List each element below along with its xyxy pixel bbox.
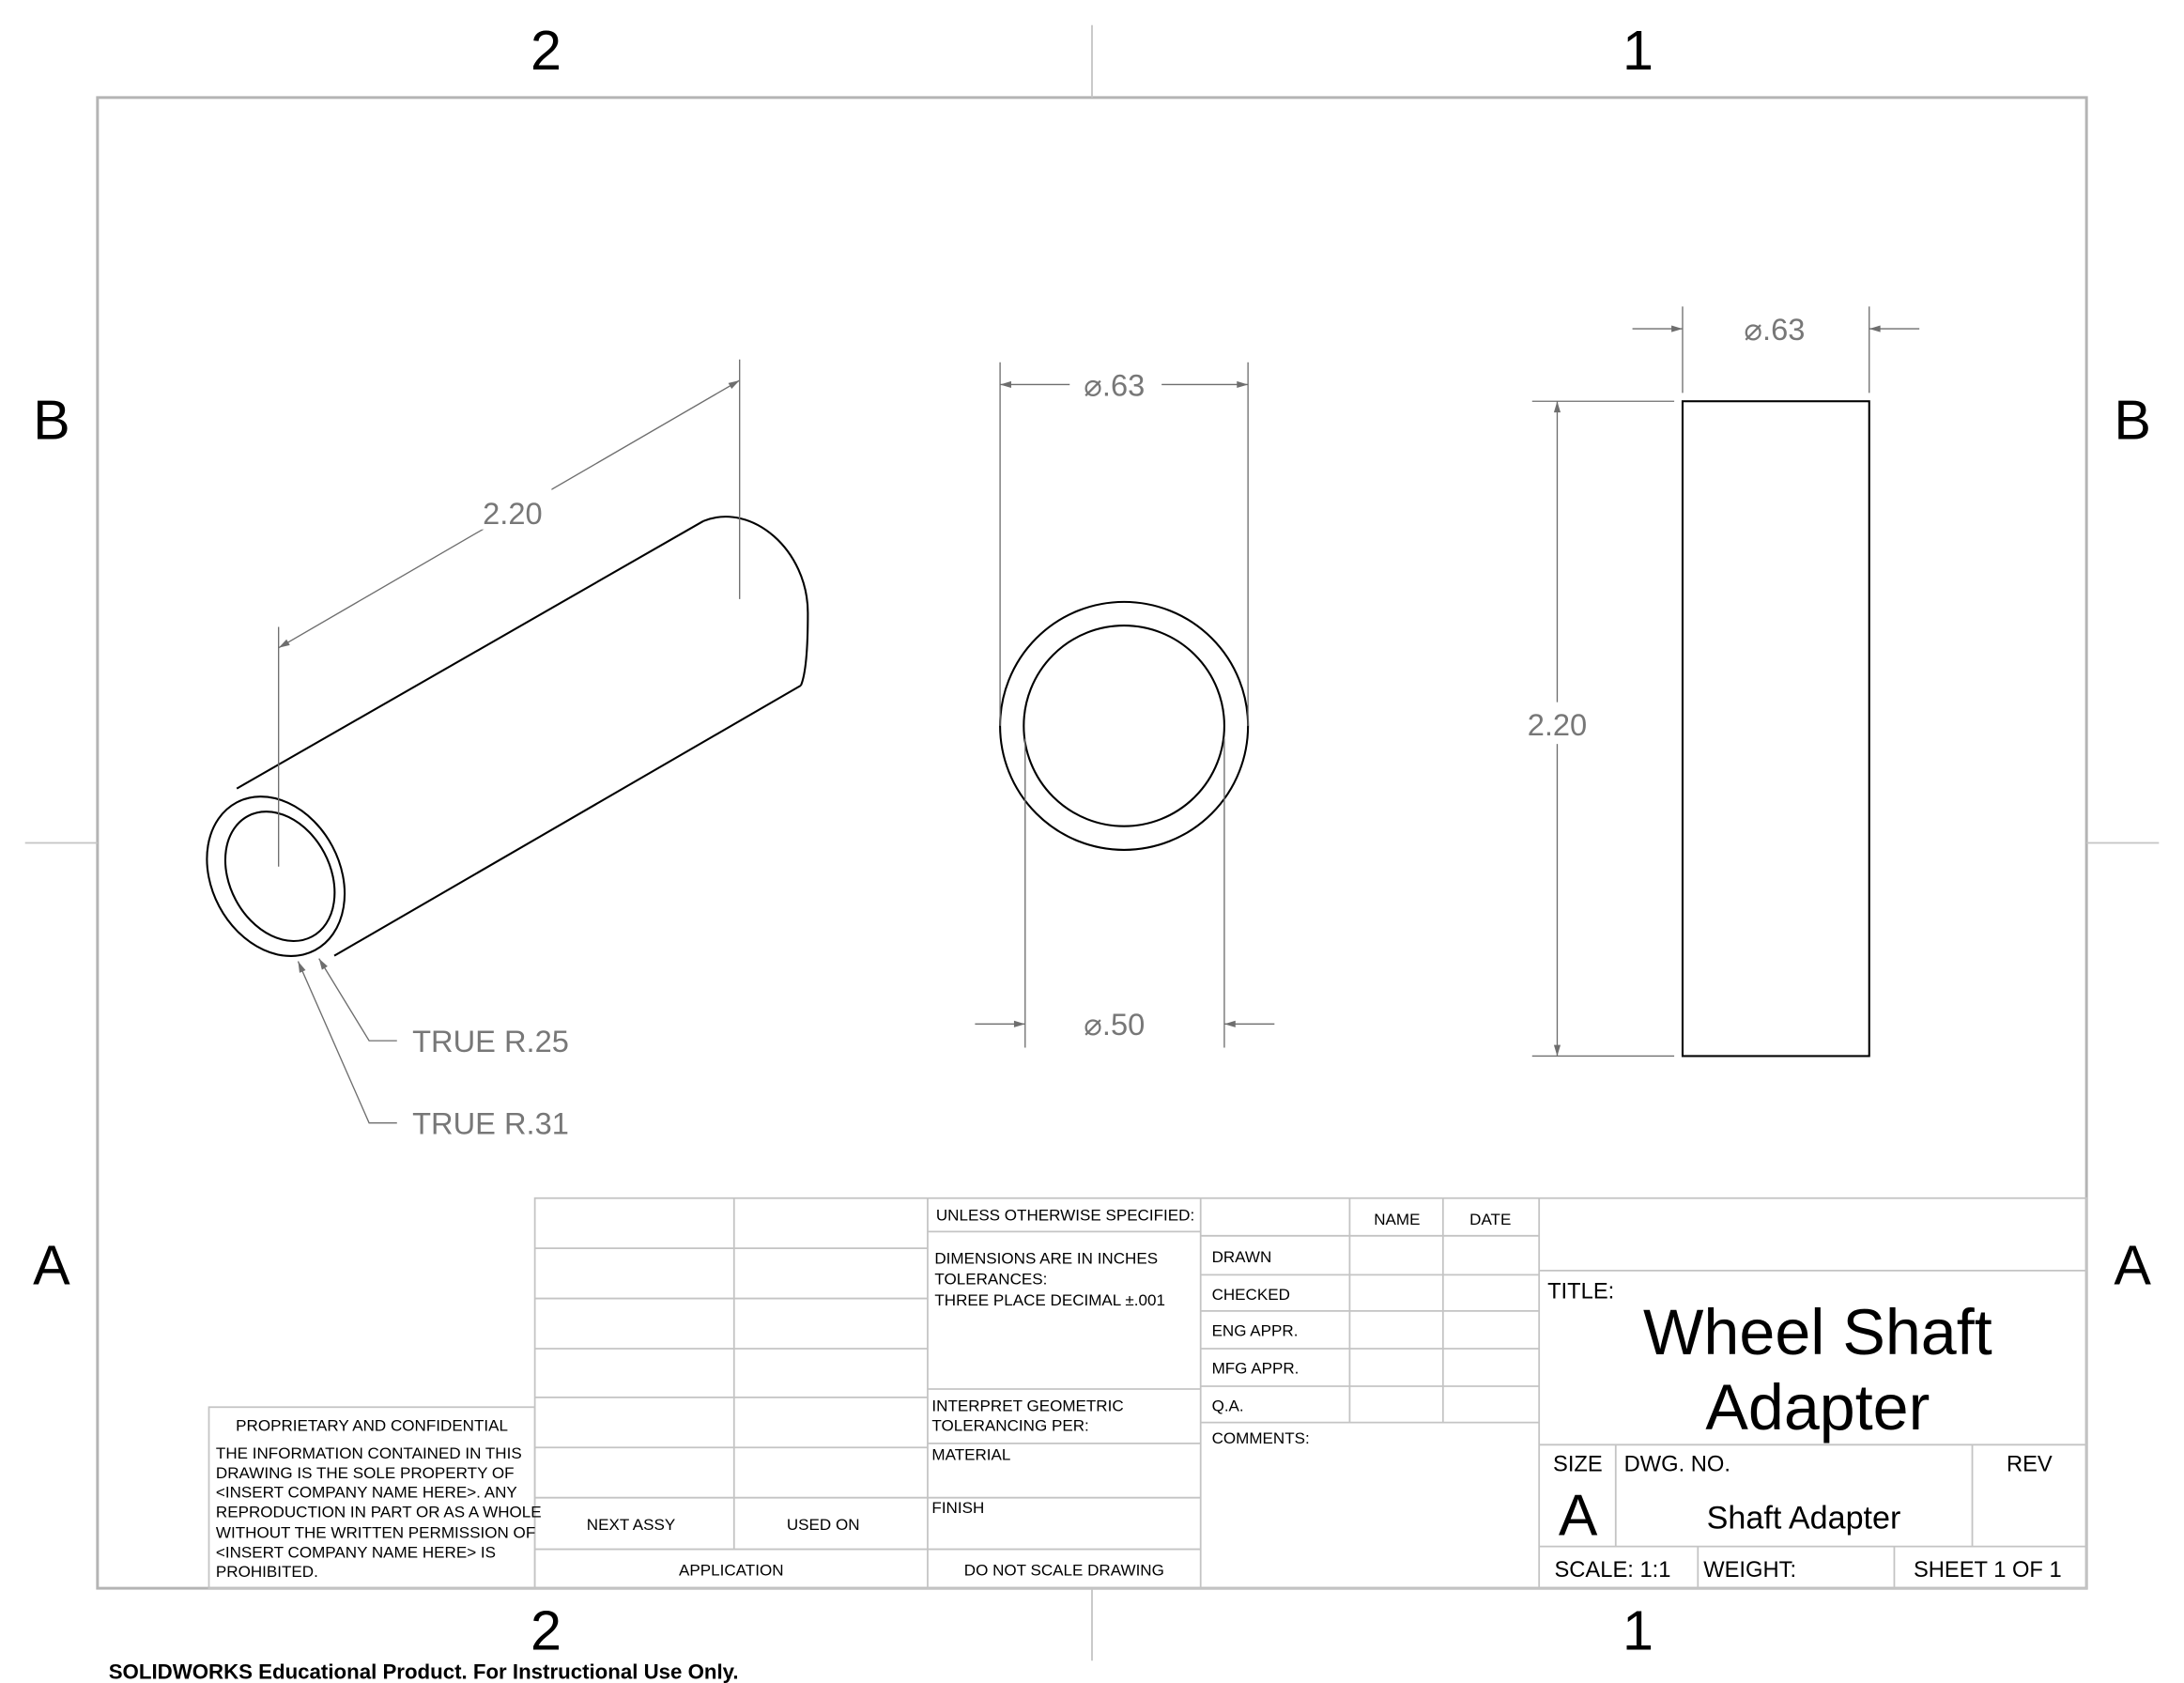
side-view: ⌀.63 2.20: [1520, 306, 1920, 1058]
weight-label: WEIGHT:: [1703, 1558, 1796, 1583]
used-on-label: USED ON: [787, 1516, 860, 1534]
front-view: ⌀.63 ⌀.50: [975, 362, 1275, 1048]
zone-label: 1: [1623, 1598, 1653, 1661]
isometric-view: 2.20 TRUE R.25 TRUE R.31: [206, 359, 809, 1141]
finish-label: FINISH: [931, 1499, 984, 1517]
drawn-label: DRAWN: [1212, 1248, 1272, 1266]
proprietary-line: <INSERT COMPANY NAME HERE> IS: [216, 1543, 496, 1561]
unless-specified: UNLESS OTHERWISE SPECIFIED:: [936, 1206, 1194, 1224]
dimensions-note: TOLERANCES:: [934, 1271, 1047, 1289]
zone-label: A: [2114, 1234, 2151, 1297]
title-label: TITLE:: [1547, 1280, 1614, 1305]
educational-watermark: SOLIDWORKS Educational Product. For Inst…: [109, 1660, 739, 1683]
interpret-note: INTERPRET GEOMETRIC: [931, 1397, 1123, 1415]
application-label: APPLICATION: [679, 1562, 783, 1580]
proprietary-line: PROHIBITED.: [216, 1563, 318, 1581]
zone-label: B: [2114, 388, 2151, 451]
proprietary-line: THE INFORMATION CONTAINED IN THIS: [216, 1444, 522, 1462]
do-not-scale: DO NOT SCALE DRAWING: [964, 1562, 1164, 1580]
qa-label: Q.A.: [1212, 1397, 1244, 1415]
comments-label: COMMENTS:: [1212, 1429, 1310, 1447]
scale-label: SCALE: 1:1: [1554, 1558, 1670, 1583]
title-block-grid: [208, 1197, 2088, 1590]
proprietary-heading: PROPRIETARY AND CONFIDENTIAL: [236, 1416, 508, 1434]
name-header: NAME: [1374, 1211, 1420, 1228]
proprietary-line: REPRODUCTION IN PART OR AS A WHOLE: [216, 1503, 542, 1521]
length-dimension: 2.20: [1528, 707, 1588, 742]
size-value: A: [1559, 1484, 1598, 1549]
zone-label: A: [33, 1234, 70, 1297]
eng-appr-label: ENG APPR.: [1212, 1322, 1299, 1340]
interpret-note: TOLERANCING PER:: [931, 1416, 1088, 1434]
radius-callout-inner: TRUE R.25: [412, 1024, 569, 1058]
rev-label: REV: [2007, 1453, 2053, 1477]
size-label: SIZE: [1553, 1453, 1603, 1477]
diameter-dimension: ⌀.63: [1744, 312, 1805, 347]
zone-ticks: [24, 24, 2160, 1661]
checked-label: CHECKED: [1212, 1286, 1290, 1304]
zone-label: B: [33, 388, 70, 451]
dimensions-note: THREE PLACE DECIMAL ±.001: [934, 1291, 1165, 1309]
drawing-title: Adapter: [1705, 1372, 1930, 1444]
dimensions-note: DIMENSIONS ARE IN INCHES: [934, 1249, 1158, 1267]
title-block: PROPRIETARY AND CONFIDENTIAL THE INFORMA…: [216, 1206, 2062, 1583]
length-dimension: 2.20: [483, 496, 543, 531]
proprietary-line: WITHOUT THE WRITTEN PERMISSION OF: [216, 1524, 535, 1542]
radius-callout-outer: TRUE R.31: [412, 1106, 569, 1141]
proprietary-line: DRAWING IS THE SOLE PROPERTY OF: [216, 1464, 515, 1482]
sheet-label: SHEET 1 OF 1: [1914, 1558, 2062, 1583]
material-label: MATERIAL: [931, 1446, 1010, 1464]
dwg-no-value: Shaft Adapter: [1707, 1500, 1901, 1536]
dwg-no-label: DWG. NO.: [1624, 1453, 1730, 1477]
proprietary-line: <INSERT COMPANY NAME HERE>. ANY: [216, 1484, 517, 1502]
outer-diameter-dimension: ⌀.63: [1084, 367, 1145, 402]
drawing-title: Wheel Shaft: [1643, 1297, 1992, 1368]
zone-label: 2: [531, 19, 561, 82]
zone-label: 2: [531, 1598, 561, 1661]
date-header: DATE: [1469, 1211, 1511, 1228]
zone-label: 1: [1623, 19, 1653, 82]
inner-diameter-dimension: ⌀.50: [1084, 1007, 1145, 1042]
mfg-appr-label: MFG APPR.: [1212, 1360, 1300, 1378]
next-assy-label: NEXT ASSY: [587, 1516, 675, 1534]
